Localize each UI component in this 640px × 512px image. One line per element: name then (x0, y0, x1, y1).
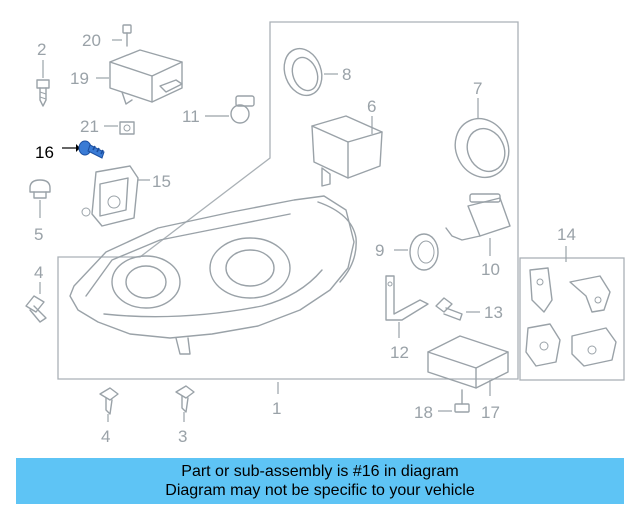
part-3-screw[interactable] (175, 385, 195, 422)
callout-11: 11 (182, 107, 200, 126)
callout-4b: 4 (101, 427, 110, 446)
callout-3: 3 (178, 427, 187, 446)
part-7-ring[interactable] (446, 98, 518, 186)
banner-line-2: Diagram may not be specific to your vehi… (165, 482, 475, 499)
callout-10: 10 (481, 260, 500, 279)
part-12-bracket[interactable] (385, 275, 429, 338)
banner-line-1: Part or sub-assembly is #16 in diagram (181, 463, 459, 480)
callout-9: 9 (375, 241, 384, 260)
info-banner: Part or sub-assembly is #16 in diagram D… (16, 458, 624, 504)
callout-8: 8 (342, 65, 351, 84)
part-2-screw[interactable] (36, 60, 50, 107)
part-10-bulb[interactable] (445, 193, 511, 256)
part-19-control-module[interactable] (96, 49, 183, 105)
callout-7: 7 (473, 79, 482, 98)
part-13-screw[interactable] (435, 297, 480, 321)
callout-12: 12 (390, 343, 409, 362)
callout-1: 1 (272, 399, 281, 418)
callout-5: 5 (34, 225, 43, 244)
callout-6: 6 (367, 97, 376, 116)
part-8-seal[interactable] (278, 43, 338, 100)
part-4-screw-bottom[interactable] (99, 387, 119, 422)
part-16-screw[interactable] (62, 140, 105, 159)
callout-20: 20 (82, 31, 101, 50)
part-14-bracket-set[interactable] (525, 246, 617, 367)
part-1-headlamp[interactable] (69, 195, 357, 394)
part-20-screw[interactable] (112, 24, 132, 47)
callout-2: 2 (37, 40, 46, 59)
part-6-motor[interactable] (311, 115, 383, 187)
part-5-cap[interactable] (29, 179, 51, 218)
bracket-group-frame (519, 257, 625, 381)
part-21-nut[interactable] (104, 121, 135, 135)
callout-4a: 4 (34, 263, 43, 282)
callout-17: 17 (481, 403, 500, 422)
callout-21: 21 (80, 117, 99, 136)
part-18-bolt[interactable] (438, 389, 470, 413)
callout-13: 13 (484, 303, 503, 322)
callout-18: 18 (414, 403, 433, 422)
part-15-adjuster[interactable] (81, 165, 150, 227)
callout-15: 15 (152, 172, 171, 191)
part-4-screw-left[interactable] (25, 282, 47, 323)
callout-19: 19 (70, 69, 89, 88)
callout-16: 16 (35, 143, 54, 162)
parts-diagram: 20 2 19 21 11 16 (25, 21, 625, 446)
headlamp-group-frame (57, 21, 519, 380)
callout-14: 14 (557, 225, 576, 244)
part-11-bulb[interactable] (205, 95, 255, 124)
part-17-ballast[interactable] (427, 335, 509, 396)
part-9-socket[interactable] (394, 233, 439, 271)
